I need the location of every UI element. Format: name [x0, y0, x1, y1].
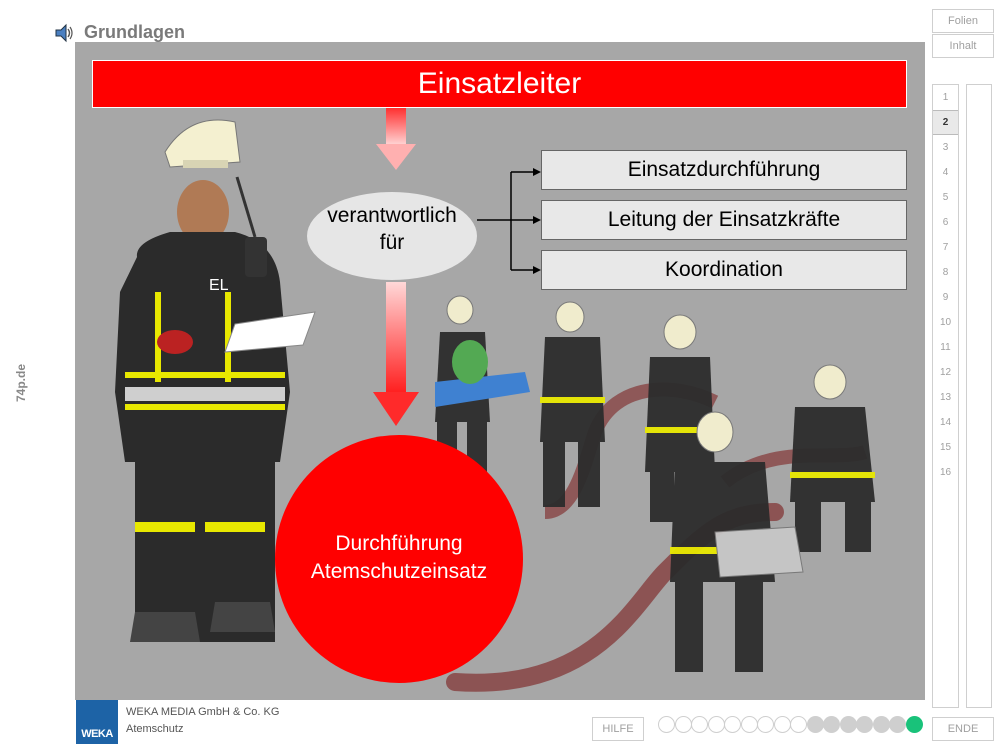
progress-dot-pending	[674, 716, 692, 733]
weka-logo-text: WEKA	[81, 728, 113, 740]
progress-dot-done	[856, 716, 873, 733]
connector-arrowheads	[533, 168, 541, 274]
slide-number-16[interactable]: 16	[939, 467, 952, 478]
slide-number-8[interactable]: 8	[942, 267, 949, 278]
operation-circle	[275, 435, 523, 683]
progress-dot-pending	[773, 716, 791, 733]
weka-logo	[76, 700, 118, 744]
slide-number-3[interactable]: 3	[942, 142, 949, 153]
slide-number-7[interactable]: 7	[942, 242, 949, 253]
slide-number-1[interactable]: 1	[942, 92, 949, 103]
folien-button[interactable]: Folien	[932, 9, 994, 33]
progress-dot-done	[823, 716, 840, 733]
slide-number-15[interactable]: 15	[939, 442, 952, 453]
progress-dot-done	[889, 716, 906, 733]
commander-badge: EL	[209, 277, 229, 294]
arrow-top-head	[376, 144, 416, 170]
arrow-bottom-shaft	[386, 282, 406, 392]
connector-lines	[477, 171, 537, 271]
progress-dot-pending	[658, 716, 675, 733]
task-einsatzdurchfuehrung: Einsatzdurchführung	[541, 150, 907, 190]
slide-number-14[interactable]: 14	[939, 417, 952, 428]
progress-dot-pending	[707, 716, 725, 733]
task-leitung-einsatzkraefte: Leitung der Einsatzkräfte	[541, 200, 907, 240]
progress-dot-pending	[724, 716, 741, 733]
slide-number-10[interactable]: 10	[939, 317, 952, 328]
progress-dot-pending	[757, 716, 774, 733]
side-watermark: 74p.de	[14, 363, 28, 402]
arrow-top-shaft	[386, 108, 406, 144]
responsibility-bubble	[307, 192, 477, 280]
progress-dot-done	[806, 716, 824, 733]
task-koordination: Koordination	[541, 250, 907, 290]
slide-number-5[interactable]: 5	[942, 192, 949, 203]
progress-dot-done	[839, 716, 857, 733]
slide-title: Einsatzleiter	[92, 60, 907, 108]
end-button[interactable]: ENDE	[932, 717, 994, 741]
progress-dot-current	[905, 716, 923, 733]
commander-figure	[115, 119, 316, 642]
firefighter-group	[435, 295, 875, 672]
arrow-bottom-head	[373, 392, 419, 426]
progress-dot-pending	[740, 716, 758, 733]
slide-number-2[interactable]: 2	[933, 110, 958, 135]
slide-number-6[interactable]: 6	[942, 217, 949, 228]
slide-number-12[interactable]: 12	[939, 367, 952, 378]
product-name: Atemschutz	[126, 723, 184, 735]
slide-number-9[interactable]: 9	[942, 292, 949, 303]
section-title: Grundlagen	[84, 22, 186, 42]
stage-illustration	[115, 108, 875, 692]
progress-dot-pending	[790, 716, 807, 733]
inhalt-button[interactable]: Inhalt	[932, 34, 994, 58]
progress-dot-pending	[691, 716, 708, 733]
slide-number-4[interactable]: 4	[942, 167, 949, 178]
help-button[interactable]: HILFE	[592, 717, 644, 741]
slide-number-11[interactable]: 11	[940, 342, 951, 353]
company-name: WEKA MEDIA GmbH & Co. KG	[126, 706, 280, 718]
progress-dot-done	[872, 716, 890, 733]
scrollbar-track[interactable]	[966, 84, 992, 708]
speaker-icon[interactable]	[54, 22, 74, 44]
slide-number-13[interactable]: 13	[939, 392, 952, 403]
